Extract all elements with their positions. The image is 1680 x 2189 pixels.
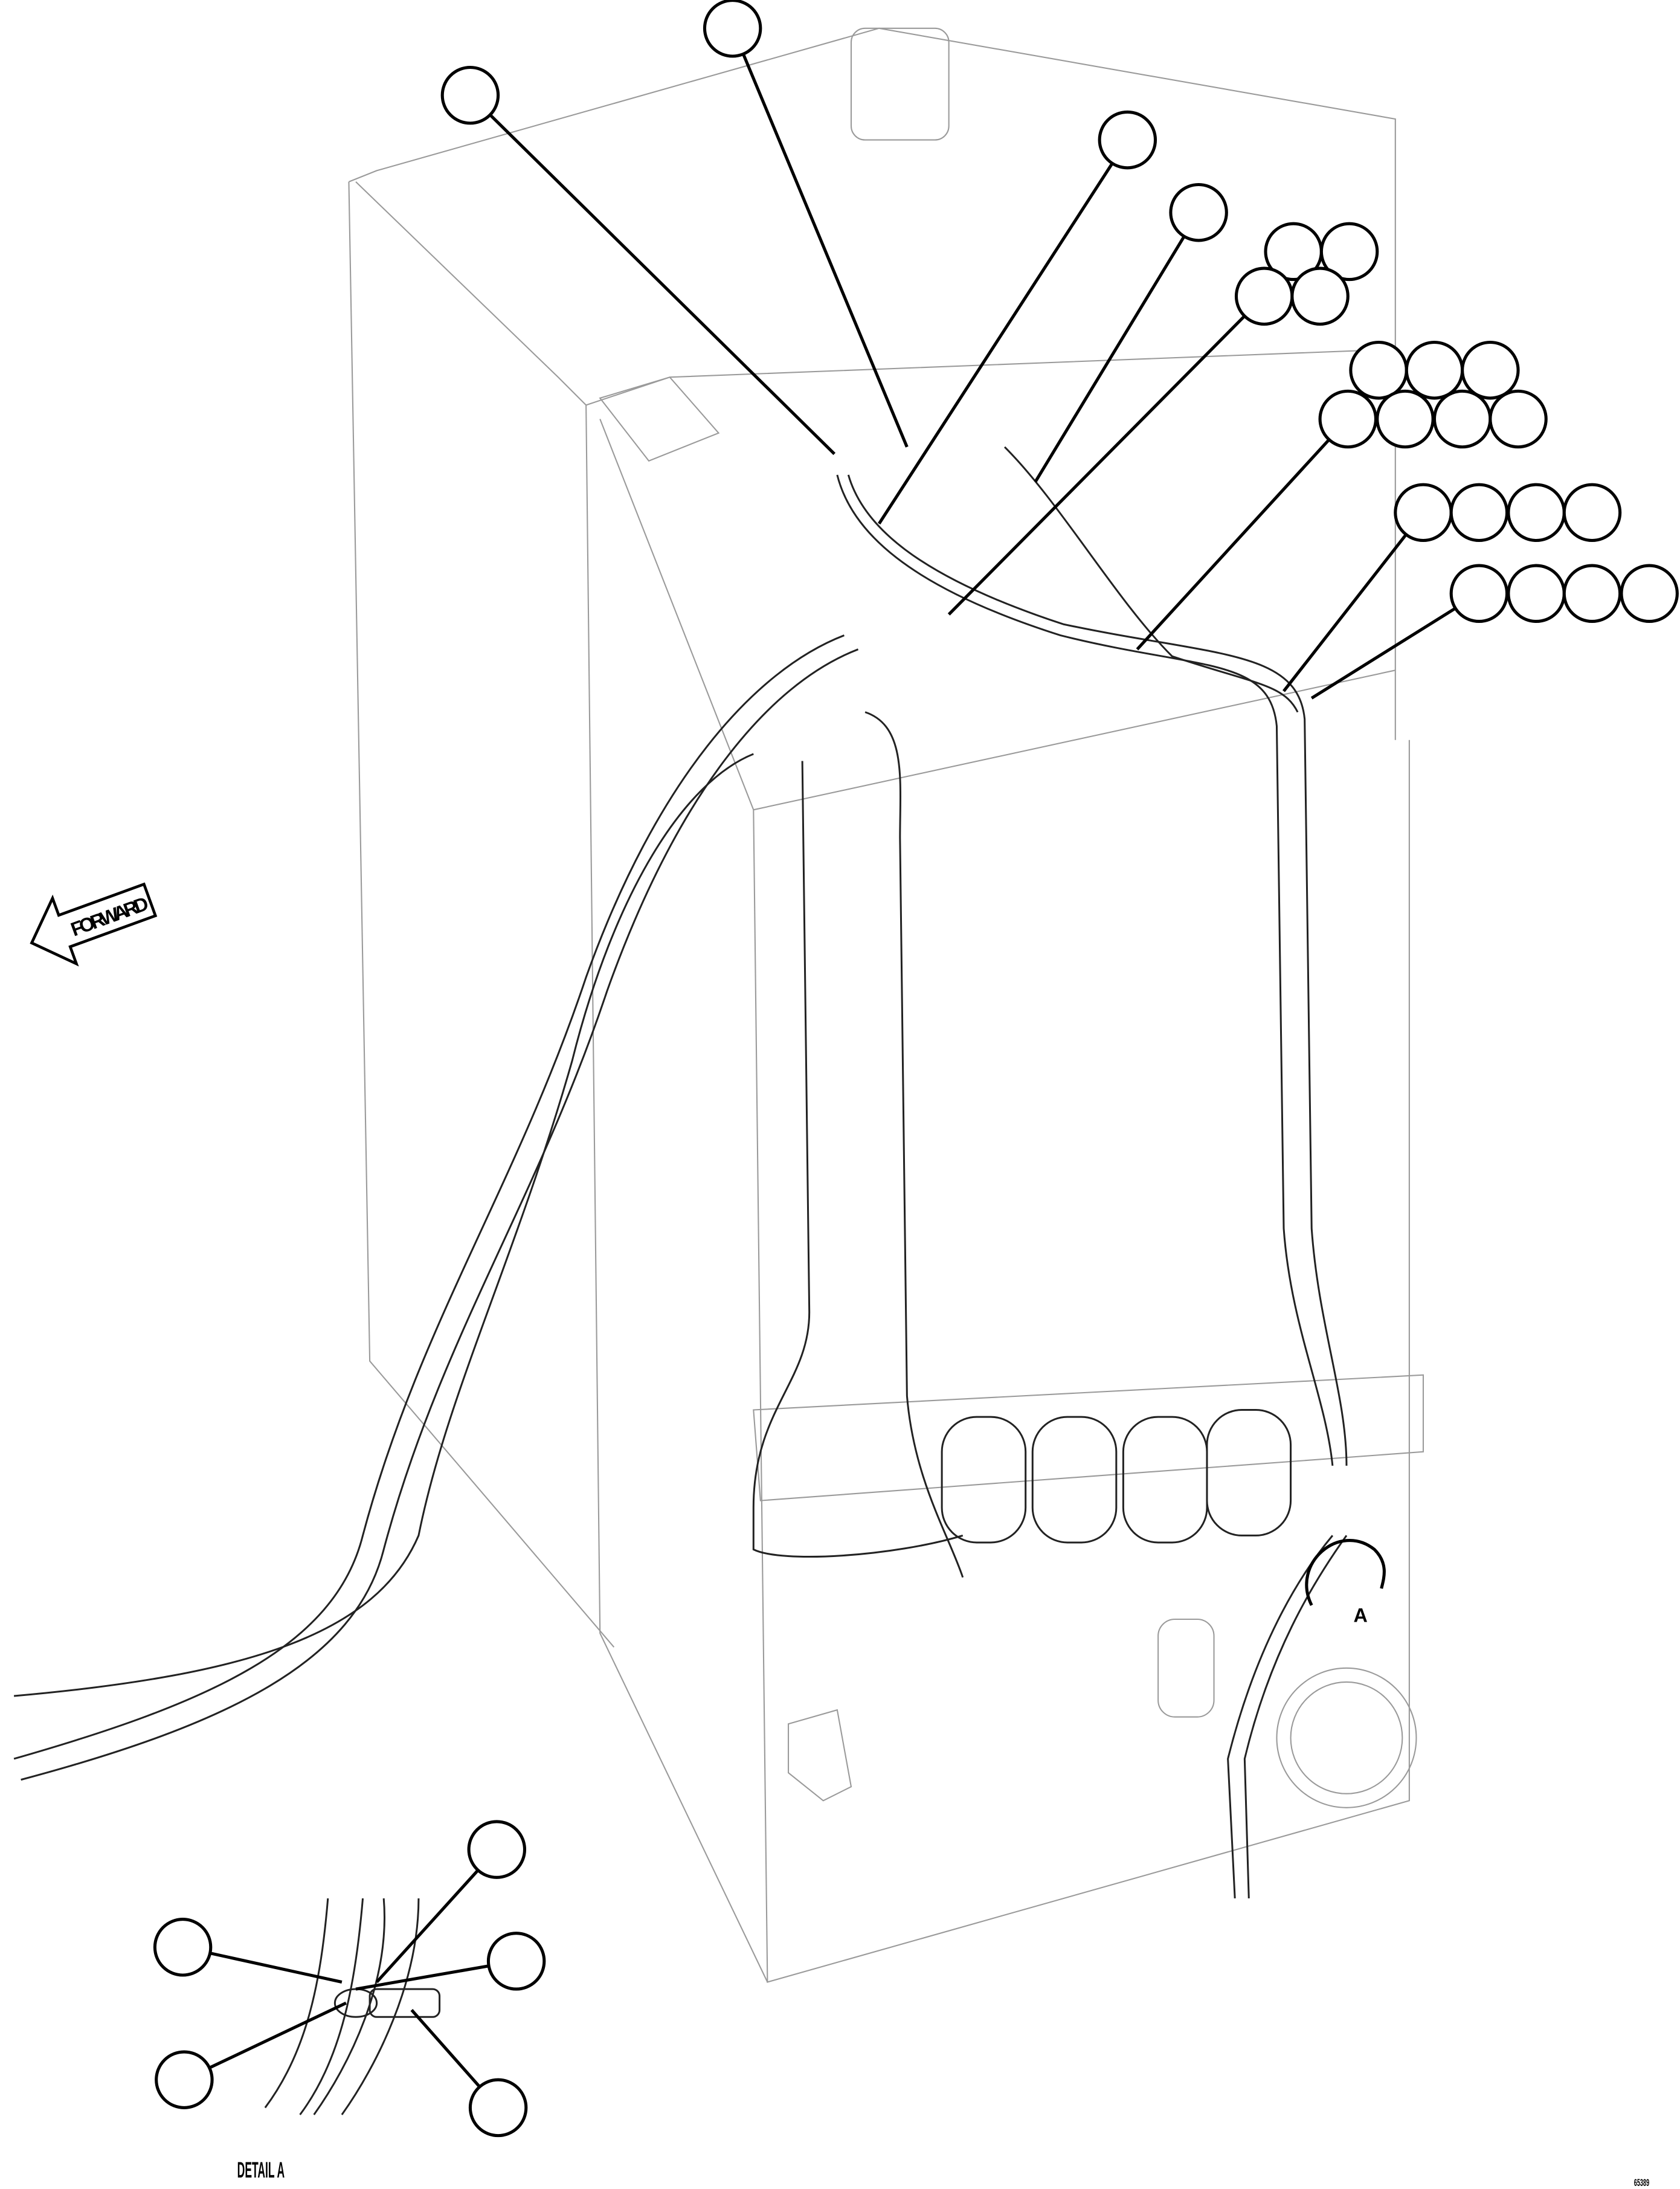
drawing-number: 65389 xyxy=(1634,2178,1649,2188)
detail-a-illustration xyxy=(264,1898,441,2115)
callout-balloon xyxy=(1349,340,1408,400)
callout-balloon xyxy=(1620,564,1679,624)
callout-balloon xyxy=(1318,389,1378,449)
forward-arrow: FORWARD xyxy=(30,882,158,967)
callout-balloon xyxy=(1319,222,1379,282)
callout-balloon xyxy=(1461,340,1520,400)
callout-balloon xyxy=(155,2050,214,2109)
callout-balloon xyxy=(1394,483,1453,543)
callout-balloon xyxy=(703,0,762,58)
filter-bank xyxy=(941,1409,1292,1544)
hoses xyxy=(13,446,1348,1899)
view-marker-a: A xyxy=(1305,1539,1386,1626)
callout-balloon xyxy=(1405,340,1464,400)
callout-balloon xyxy=(1234,266,1294,326)
callout-balloon xyxy=(1376,389,1435,449)
callout-balloon xyxy=(440,65,500,125)
callout-balloon xyxy=(1562,564,1622,624)
callout-balloon xyxy=(1489,389,1548,449)
callout-balloons xyxy=(153,0,1679,2138)
callout-balloon xyxy=(486,1932,546,1991)
callout-balloon xyxy=(1290,266,1350,326)
callout-balloon xyxy=(467,1820,527,1879)
callout-balloon xyxy=(1449,483,1509,543)
leader-lines xyxy=(182,27,1480,2109)
view-marker-label: A xyxy=(1354,1605,1368,1626)
callout-balloon xyxy=(1507,483,1566,543)
callout-balloon xyxy=(153,1918,213,1977)
hydraulic-tank xyxy=(348,27,1424,1983)
callout-balloon xyxy=(1432,389,1492,449)
callout-balloon xyxy=(1098,110,1157,170)
callout-balloon xyxy=(1562,483,1622,543)
callout-balloon xyxy=(468,2078,528,2138)
callout-balloon xyxy=(1507,564,1566,624)
detail-a-label: DETAIL A xyxy=(237,2158,285,2182)
callout-balloon xyxy=(1449,564,1509,624)
callout-balloon xyxy=(1169,182,1228,242)
